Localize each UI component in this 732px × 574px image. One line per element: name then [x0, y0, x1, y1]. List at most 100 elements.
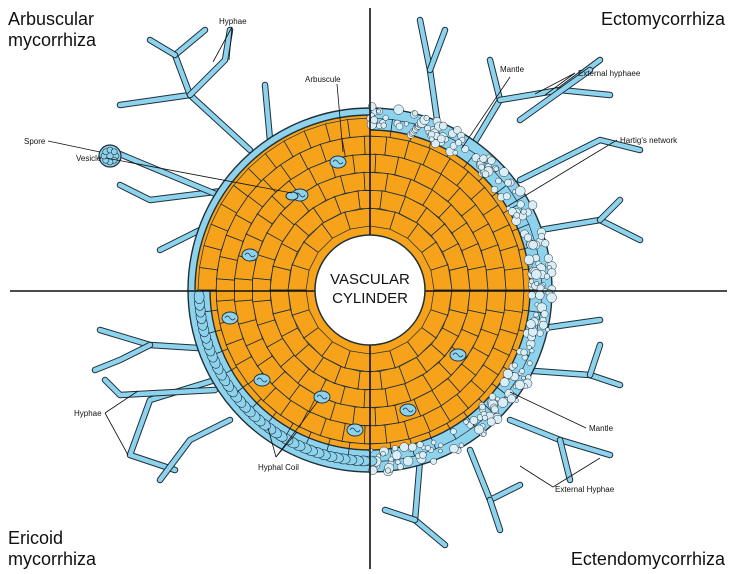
mantle-cell	[522, 376, 526, 380]
mantle-cell	[383, 115, 389, 121]
mantle-cell	[429, 137, 434, 142]
mantle-cell	[521, 209, 526, 214]
mantle-cell	[482, 171, 489, 178]
mantle-cell	[512, 363, 517, 368]
mantle-cell	[470, 416, 478, 424]
mantle-cell	[419, 452, 426, 459]
mantle-cell	[489, 393, 496, 400]
hypha-fill	[560, 440, 570, 480]
mantle-cell	[381, 123, 387, 129]
mantle-cell	[529, 279, 534, 284]
center-label-line1: VASCULAR	[330, 271, 410, 288]
mantle-cell	[431, 458, 437, 464]
title-ericoid-mycorrhiza: Ericoid mycorrhiza	[8, 528, 96, 570]
mantle-cell	[403, 456, 413, 466]
vesicle	[286, 192, 298, 200]
mantle-cell	[455, 140, 461, 146]
leader-hyphae-left-2	[105, 413, 128, 455]
mantle-cell	[528, 292, 536, 300]
mantle-cell	[535, 282, 539, 286]
mantle-cell	[409, 443, 417, 451]
mantle-cell	[530, 349, 534, 353]
mantle-cell	[503, 369, 512, 378]
title-arbuscular-mycorrhiza: Arbuscular mycorrhiza	[8, 9, 96, 51]
mantle-cell	[385, 468, 390, 473]
mantle-cell	[531, 270, 541, 280]
mantle-cell	[453, 150, 458, 155]
mantle-cell	[404, 122, 409, 127]
mantle-cell	[417, 441, 423, 447]
mantle-cell	[517, 201, 524, 208]
mantle-cell	[412, 111, 417, 116]
mantle-cell	[495, 397, 499, 401]
mantle-cell	[437, 135, 445, 143]
mantle-cell	[480, 404, 486, 410]
mantle-cell	[424, 115, 429, 120]
hypha-fill	[560, 90, 610, 95]
mantle-cell	[514, 212, 520, 218]
mantle-cell	[425, 445, 430, 450]
mantle-cell	[500, 378, 509, 387]
label-vesicle: Vesicle	[76, 154, 102, 163]
spore-granule	[111, 149, 117, 155]
label-hyphae-top: Hyphae	[219, 17, 247, 26]
mantle-cell	[487, 418, 495, 426]
hypha-fill	[385, 510, 415, 520]
center-label-line2: CYLINDER	[332, 290, 408, 307]
mantle-cell	[381, 451, 386, 456]
mantle-cell	[464, 420, 469, 425]
label-external-hyphaee: External hyphaee	[578, 69, 641, 78]
hypha-fill	[430, 30, 445, 70]
label-mantle-bottom: Mantle	[589, 424, 614, 433]
label-hyphae-left: Hyphae	[74, 409, 102, 418]
mantle-cell	[439, 122, 447, 130]
title-ectendomycorrhiza: Ectendomycorrhiza	[571, 549, 725, 570]
mantle-cell	[534, 312, 539, 317]
mantle-cell	[392, 445, 398, 451]
mantle-cell	[515, 186, 525, 196]
mantle-cell	[496, 178, 502, 184]
mantle-cell	[527, 361, 532, 366]
title-ectomycorrhiza: Ectomycorrhiza	[601, 9, 725, 30]
mantle-cell	[499, 168, 508, 177]
mantle-cell	[491, 186, 498, 193]
mantle-cell	[541, 310, 548, 317]
mantle-cell	[507, 395, 515, 403]
leader-ext-hyphae-2	[520, 466, 553, 487]
hypha-fill	[600, 200, 620, 220]
mantle-cell	[480, 155, 488, 163]
label-external-hyphae-bottom: External Hyphae	[555, 485, 615, 494]
mantle-cell	[488, 157, 496, 165]
mantle-cell	[389, 457, 394, 462]
mantle-cell	[526, 320, 535, 329]
mantle-cell	[515, 380, 524, 389]
mantle-cell	[524, 255, 534, 265]
leader-mantle-top	[462, 77, 510, 148]
label-hartigs-network: Hartig's network	[620, 136, 678, 145]
mantle-cell	[538, 233, 545, 240]
mantle-cell	[438, 443, 443, 448]
mantle-cell	[371, 116, 378, 123]
mantle-cell	[539, 321, 547, 329]
hypha-fill	[120, 95, 250, 150]
leader-hartig	[508, 140, 617, 206]
mantle-cell	[450, 444, 459, 453]
mantle-cell	[537, 330, 544, 337]
mantle-cell	[544, 254, 552, 262]
label-hyphal-coil: Hyphal Coil	[258, 463, 299, 472]
mantle-cell	[482, 415, 487, 420]
hypha-fill	[590, 345, 600, 375]
mantle-cell	[505, 179, 512, 186]
mantle-cell	[494, 167, 499, 172]
mantle-cell	[544, 274, 550, 280]
leader-spore	[48, 141, 100, 152]
mantle-cell	[535, 291, 544, 300]
mantle-cell	[431, 440, 436, 445]
mantle-cell	[524, 234, 532, 242]
leader-ext-hyphae-1	[553, 458, 600, 487]
mantle-cell	[400, 443, 409, 452]
hypha-fill	[265, 85, 270, 140]
mantle-cell	[475, 425, 484, 434]
